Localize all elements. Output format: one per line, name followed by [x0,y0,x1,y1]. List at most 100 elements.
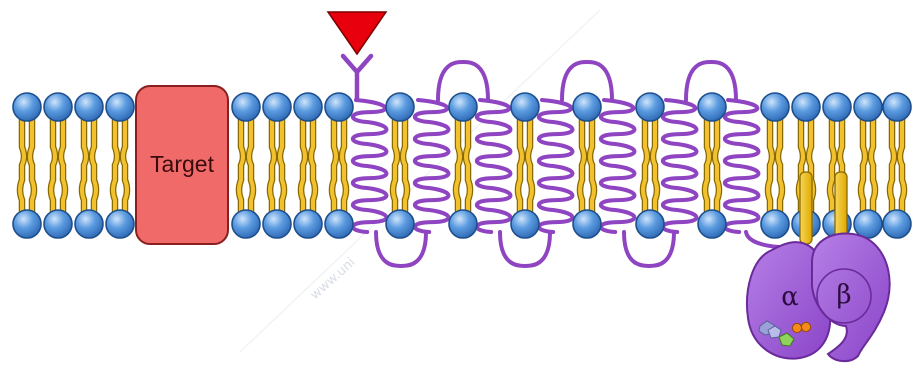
lipid-tail-core [580,119,584,212]
lipid-tail-core [653,119,657,212]
lipid-tail-core [643,119,647,212]
transmembrane-helix-7 [725,100,759,232]
lipid-tail-pair [332,119,346,212]
lipid-tail-core [61,119,65,212]
transmembrane-helix-6 [663,100,697,232]
lipid-tail-pair [393,119,407,212]
lipid-tail-core [830,119,834,212]
outer-lipid-head [761,93,789,121]
lipid-tail-core [301,119,305,212]
lipid-tail-pair [705,119,719,212]
lipid-tail-core [332,119,336,212]
lipid-tail-pair [890,119,904,212]
lipid-tail-core [861,119,865,212]
lipid-tail-core [778,119,782,212]
lipid-tail-core [393,119,397,212]
target-effector: Target [136,86,228,244]
lipid-tail-core [900,119,904,212]
inner-lipid-head [511,210,539,238]
lipid-tail-core [311,119,315,212]
beta-label: β [836,280,851,310]
lipid-tail-core [715,119,719,212]
outer-lipid-head [106,93,134,121]
inner-lipid-head [13,210,41,238]
lipid-tail-core [705,119,709,212]
lipid-tail-core [466,119,470,212]
inner-lipid-head [325,210,353,238]
inner-lipid-head [573,210,601,238]
lipid-tail-pair [518,119,532,212]
inner-lipid-head [232,210,260,238]
lipid-tail-core [123,119,127,212]
lipid-tail-core [82,119,86,212]
receptor-stalk-link [356,98,357,100]
lipid-tail-pair [239,119,253,212]
outer-lipid-head [792,93,820,121]
outer-lipid-head [883,93,911,121]
inner-lipid-head [854,210,882,238]
outer-lipid-head [854,93,882,121]
lipid-tail-core [270,119,274,212]
inner-lipid-head [44,210,72,238]
lipid-tail-pair [456,119,470,212]
lipid-tail-core [590,119,594,212]
beta-lipid-anchor [835,172,847,242]
lipid-tail-core [113,119,117,212]
outer-lipid-head [294,93,322,121]
lipid-tail-core [342,119,346,212]
inner-lipid-head [636,210,664,238]
lipid-tail-core [456,119,460,212]
lipid-tail-pair [861,119,875,212]
outer-lipid-head [636,93,664,121]
alpha-label: α [781,282,799,312]
lipid-tail-pair [20,119,34,212]
outer-lipid-head [511,93,539,121]
ligand [328,12,386,54]
target-label: Target [150,151,215,177]
lipid-tail-core [403,119,407,212]
transmembrane-helix-2 [415,100,449,232]
lipid-tail-pair [301,119,315,212]
lipid-tail-core [528,119,532,212]
lipid-tail-core [20,119,24,212]
inner-lipid-head [386,210,414,238]
lipid-tail-core [92,119,96,212]
transmembrane-helix-5 [601,100,635,232]
inner-lipid-head [883,210,911,238]
outer-lipid-head [232,93,260,121]
inner-lipid-head [263,210,291,238]
ligand-triangle [328,12,386,54]
lipid-tail-core [239,119,243,212]
lipid-tail-core [871,119,875,212]
lipid-tail-pair [270,119,284,212]
lipid-tail-core [280,119,284,212]
lipid-tail-pair [113,119,127,212]
inner-lipid-head [75,210,103,238]
inner-lipid-head [294,210,322,238]
inner-lipid-head [761,210,789,238]
outer-lipid-head [44,93,72,121]
lipid-tail-core [51,119,55,212]
watermark-text: www.uni [308,255,359,303]
inner-lipid-head [698,210,726,238]
lipid-tail-pair [768,119,782,212]
outer-lipid-head [823,93,851,121]
outer-lipid-head [13,93,41,121]
outer-lipid-head [263,93,291,121]
inner-lipid-head [449,210,477,238]
lipid-tail-pair [580,119,594,212]
lipid-tail-core [768,119,772,212]
outer-lipid-head [698,93,726,121]
lipid-tail-pair [643,119,657,212]
lipid-tail-pair [82,119,96,212]
outer-lipid-head [75,93,103,121]
lipid-tail-core [30,119,34,212]
outer-lipid-head [573,93,601,121]
inner-lipid-head [106,210,134,238]
lipid-tail-core [518,119,522,212]
lipid-tail-pair [51,119,65,212]
alpha-lipid-anchor [800,172,812,244]
transmembrane-helix-4 [539,100,573,232]
transmembrane-helix-3 [477,100,511,232]
